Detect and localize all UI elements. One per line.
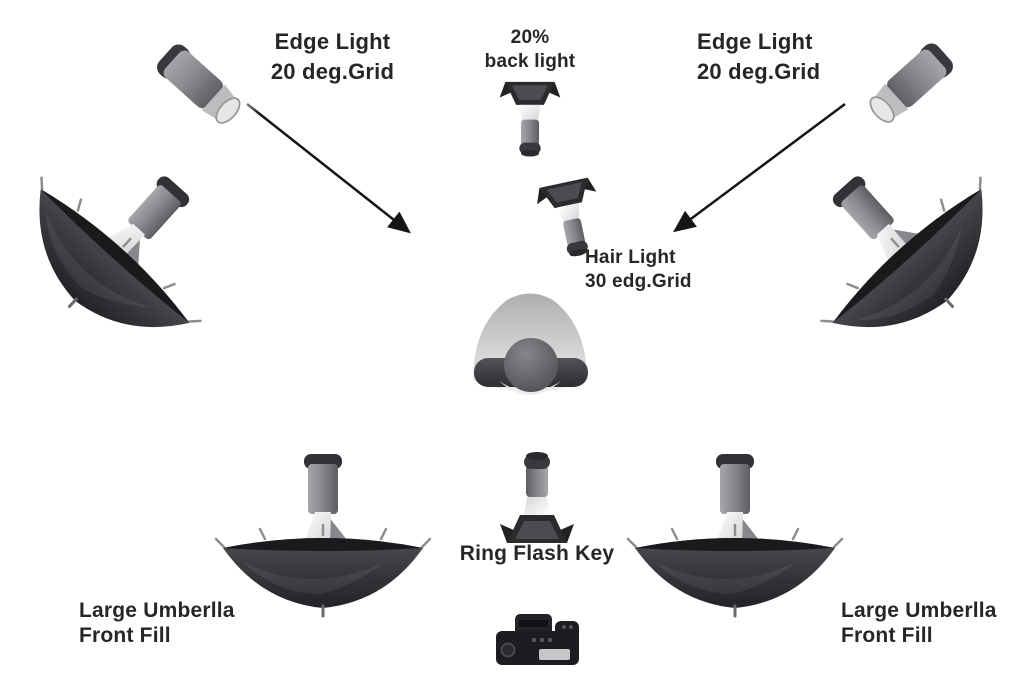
label-line: Front Fill <box>79 624 171 648</box>
edge-light-left-label: Edge Light 20 deg.Grid <box>245 27 420 86</box>
subject-person-icon <box>473 293 588 395</box>
front-fill-right-label: Large Umberlla Front Fill <box>841 598 997 648</box>
label-line: back light <box>484 50 576 72</box>
label-line: Hair Light <box>585 247 676 268</box>
edge-light-left-arrow-icon <box>246 103 411 234</box>
label-line: Large Umberlla <box>841 599 997 622</box>
label-line: 20% <box>510 27 550 48</box>
umbrella-light-bottom-right-icon <box>626 452 844 618</box>
label-line: Edge Light <box>274 29 391 54</box>
label-line: Edge Light <box>697 29 813 54</box>
umbrella-light-top-left-icon <box>0 113 259 380</box>
label-line: 20 deg.Grid <box>270 58 395 84</box>
ring-flash-strobe-icon <box>500 452 574 543</box>
front-fill-left-label: Large Umberlla Front Fill <box>79 598 235 648</box>
label-line: 20 deg.Grid <box>697 58 821 84</box>
umbrella-light-top-right-icon <box>763 113 1024 380</box>
label-line: Ring Flash Key <box>459 542 615 565</box>
back-light-strobe-icon <box>499 81 561 157</box>
label-line: Front Fill <box>841 624 933 648</box>
label-line: Large Umberlla <box>79 599 235 622</box>
label-line: 30 edg.Grid <box>585 270 692 292</box>
camera-icon <box>496 614 579 665</box>
edge-light-right-arrow-icon <box>672 102 846 233</box>
hair-light-label: Hair Light 30 edg.Grid <box>585 246 692 294</box>
back-light-label: 20% back light <box>450 26 610 74</box>
edge-light-right-label: Edge Light 20 deg.Grid <box>697 27 820 86</box>
edge-light-strobe-right-icon <box>838 31 965 154</box>
umbrella-light-bottom-left-icon <box>214 452 432 618</box>
ring-flash-key-label: Ring Flash Key <box>457 541 617 566</box>
